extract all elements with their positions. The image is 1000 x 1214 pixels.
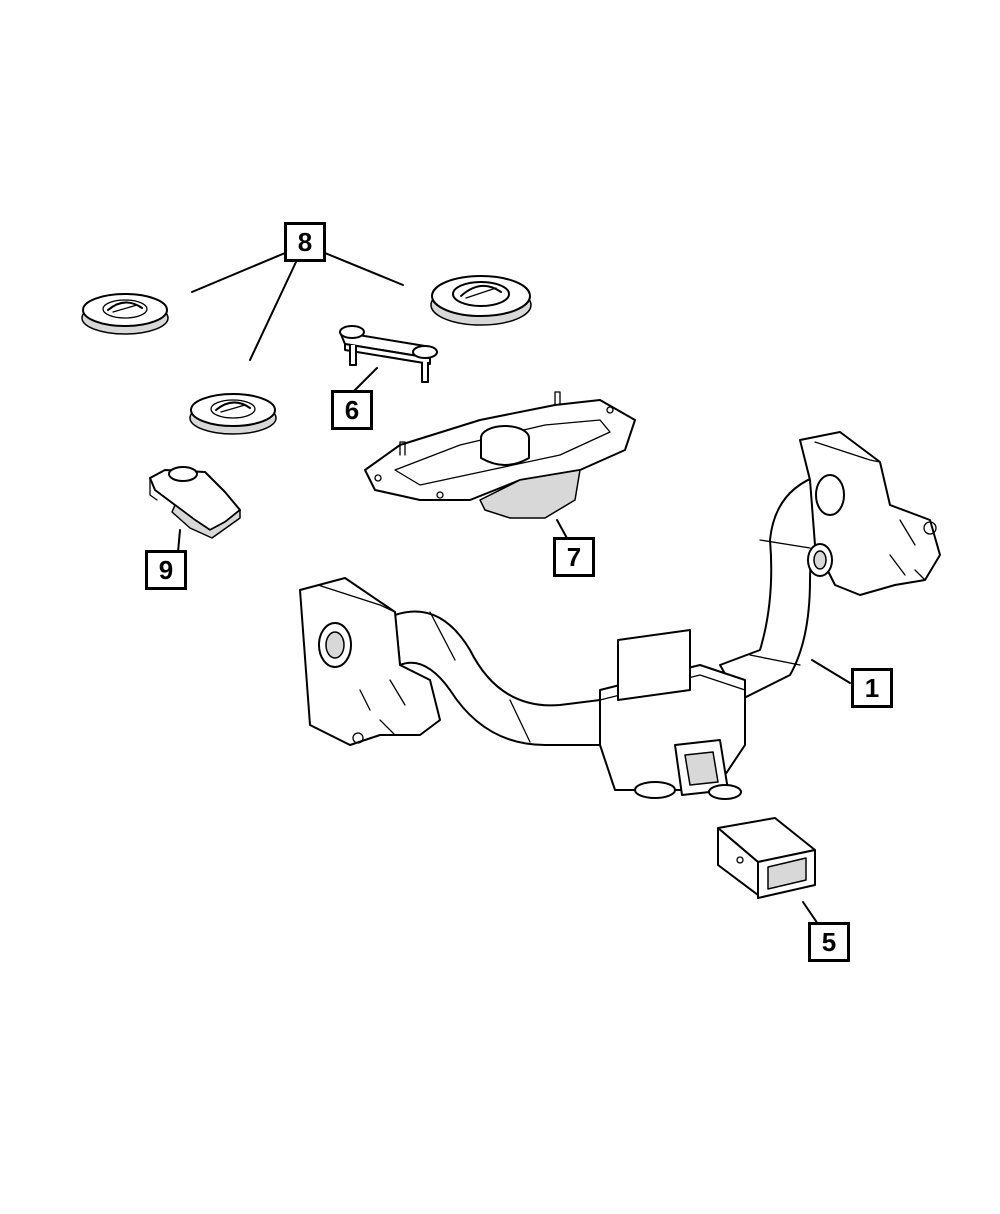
- callout-9: 9: [145, 550, 187, 590]
- grommet-right: [430, 275, 532, 326]
- callout-6: 6: [331, 390, 373, 430]
- callout-5: 5: [808, 922, 850, 962]
- receiver-hitch: [299, 431, 941, 800]
- callout-1: 1: [851, 668, 893, 708]
- mount-bracket: [149, 466, 241, 539]
- stud-plate: [339, 325, 438, 383]
- receiver-insert: [717, 817, 816, 899]
- grommet-left: [81, 293, 169, 335]
- grommet-center: [189, 393, 277, 435]
- callout-7: 7: [553, 537, 595, 577]
- leader-lines: [177, 252, 851, 928]
- callout-8: 8: [284, 222, 326, 262]
- bracket-plate: [364, 391, 636, 519]
